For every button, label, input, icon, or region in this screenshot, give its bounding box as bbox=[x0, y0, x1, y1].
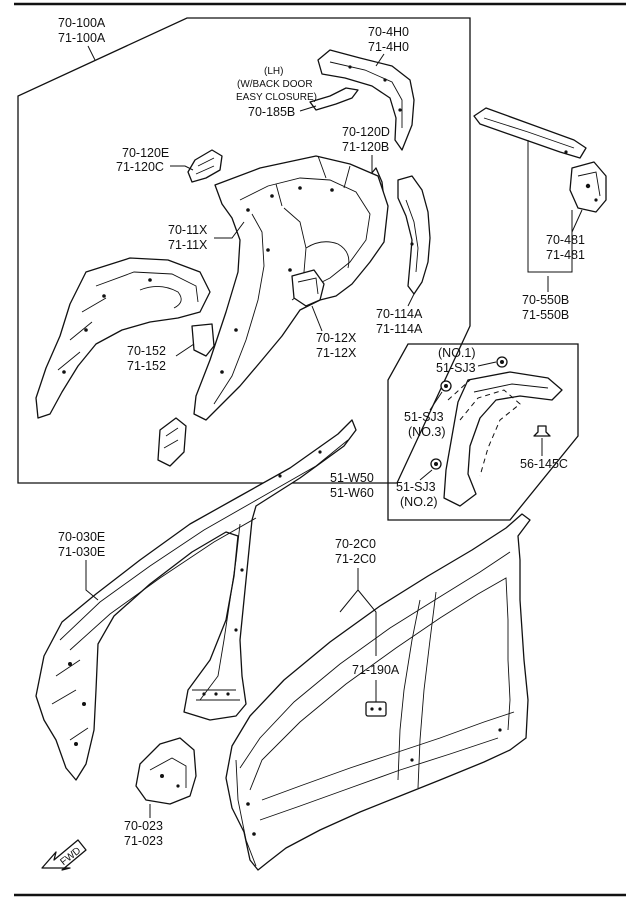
label-71-023: 71-023 bbox=[124, 834, 163, 848]
leader-100a bbox=[87, 45, 96, 61]
label-70-12x: 70-12X bbox=[316, 331, 357, 345]
wheel-arch-molding bbox=[443, 371, 563, 507]
label-70-114a: 70-114A bbox=[376, 307, 423, 321]
wheelhouse-12x bbox=[291, 269, 325, 307]
label-71-2c0: 71-2C0 bbox=[335, 552, 376, 566]
label-70-023: 70-023 bbox=[124, 819, 163, 833]
leader-152 bbox=[175, 343, 195, 357]
fastener-sj3-no2 bbox=[430, 458, 442, 470]
leader-sj3-no1 bbox=[477, 361, 497, 367]
label-sj3-no1-a: (NO.1) bbox=[438, 346, 476, 360]
label-70-100a: 70-100A bbox=[58, 16, 106, 30]
label-70-152: 70-152 bbox=[127, 344, 166, 358]
assembly-frame bbox=[17, 17, 471, 484]
label-71-114a: 71-114A bbox=[376, 322, 423, 336]
label-70-2c0: 70-2C0 bbox=[335, 537, 376, 551]
leader-030e bbox=[85, 560, 99, 601]
leader-120e bbox=[170, 165, 194, 171]
lower-quarter-bracket bbox=[157, 417, 187, 467]
label-56-145c: 56-145C bbox=[520, 457, 568, 471]
wheelhouse-inner-panel bbox=[35, 257, 211, 419]
bracket-481 bbox=[569, 161, 607, 213]
label-70-550b: 70-550B bbox=[522, 293, 569, 307]
label-70-120d: 70-120D bbox=[342, 125, 390, 139]
label-sj3-no2-b: (NO.2) bbox=[400, 495, 438, 509]
label-easy-closure: EASY CLOSURE) bbox=[236, 92, 317, 103]
label-lh: (LH) bbox=[264, 66, 283, 77]
label-sj3-no3-a: 51-SJ3 bbox=[404, 410, 444, 424]
label-70-4h0: 70-4H0 bbox=[368, 25, 409, 39]
gusset-023 bbox=[135, 737, 197, 805]
outer-side-panel-2c0 bbox=[225, 513, 531, 871]
label-71-481: 71-481 bbox=[546, 248, 585, 262]
label-71-152: 71-152 bbox=[127, 359, 166, 373]
leader-114a bbox=[407, 293, 415, 307]
fastener-sj3-no3 bbox=[440, 380, 452, 392]
label-sj3-no2-a: 51-SJ3 bbox=[396, 480, 436, 494]
front-pillar-inner-030e bbox=[35, 419, 357, 781]
label-71-030e: 71-030E bbox=[58, 545, 105, 559]
label-sj3-no1-b: 51-SJ3 bbox=[436, 361, 476, 375]
label-71-12x: 71-12X bbox=[316, 346, 357, 360]
leader-550b-bracket bbox=[527, 140, 573, 273]
reinforcement-4h0 bbox=[317, 49, 415, 151]
gutter-550b bbox=[473, 107, 587, 159]
leader-4h0 bbox=[375, 53, 385, 67]
label-sj3-no3-b: (NO.3) bbox=[408, 425, 446, 439]
label-71-4h0: 71-4H0 bbox=[368, 40, 409, 54]
label-71-190a: 71-190A bbox=[352, 663, 400, 677]
leader-12x bbox=[311, 305, 323, 332]
gusset-120e bbox=[187, 149, 223, 183]
leader-sj3-no2 bbox=[419, 469, 433, 481]
fastener-sj3-no1 bbox=[496, 356, 508, 368]
leader-2c0-b bbox=[357, 589, 377, 656]
leader-sj3-no3 bbox=[429, 391, 443, 411]
label-71-11x: 71-11X bbox=[168, 238, 208, 252]
label-71-100a: 71-100A bbox=[58, 31, 106, 45]
label-70-120e: 70-120E bbox=[122, 146, 169, 160]
leader-2c0 bbox=[339, 568, 359, 613]
label-71-120b: 71-120B bbox=[342, 140, 389, 154]
leader-185b bbox=[299, 105, 317, 112]
wheelhouse-114a bbox=[397, 175, 431, 295]
label-70-185b: 70-185B bbox=[248, 105, 295, 119]
label-51-w50: 51-W50 bbox=[330, 471, 374, 485]
label-back-door: (W/BACK DOOR bbox=[237, 79, 313, 90]
leader-481 bbox=[571, 209, 583, 233]
bracket-185b bbox=[309, 87, 359, 111]
leader-11x bbox=[214, 221, 245, 239]
label-51-w60: 51-W60 bbox=[330, 486, 374, 500]
quarter-inner-11x bbox=[193, 155, 389, 421]
label-71-550b: 71-550B bbox=[522, 308, 569, 322]
forward-arrow-icon: FWD bbox=[41, 839, 87, 871]
bracket-190a bbox=[365, 701, 387, 717]
label-70-030e: 70-030E bbox=[58, 530, 105, 544]
label-70-481: 70-481 bbox=[546, 233, 585, 247]
label-70-11x: 70-11X bbox=[168, 223, 208, 237]
clip-145c bbox=[533, 425, 551, 437]
label-71-120c: 71-120C bbox=[116, 160, 164, 174]
bracket-152 bbox=[191, 323, 215, 357]
molding-frame bbox=[387, 343, 579, 521]
